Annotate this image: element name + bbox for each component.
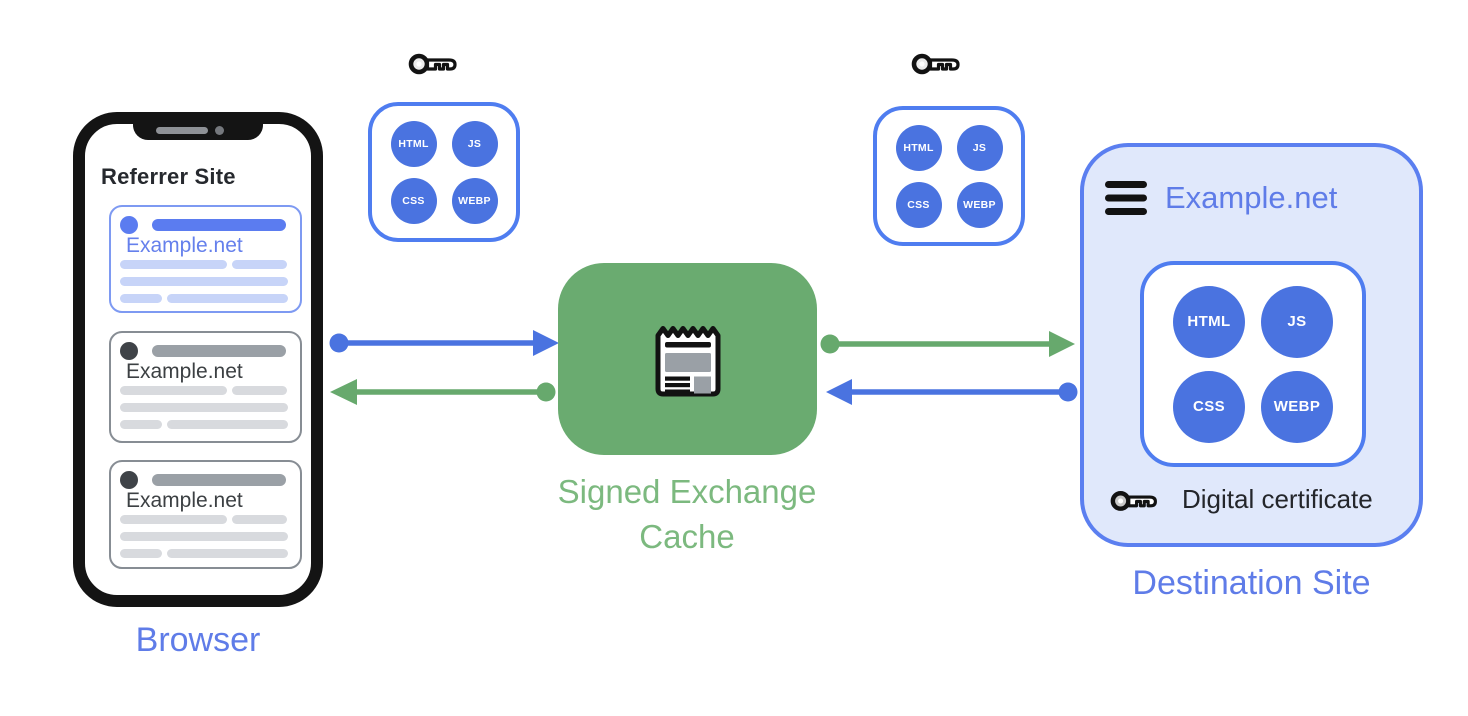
card-favicon-dot <box>120 471 138 489</box>
resource-chip-js: JS <box>451 120 498 167</box>
skeleton-line <box>120 549 162 558</box>
digital-certificate-label: Digital certificate <box>1182 484 1373 514</box>
cache-label-line1: Signed Exchange <box>557 473 817 510</box>
browser-label: Browser <box>135 621 261 659</box>
skeleton-line <box>232 260 287 269</box>
skeleton-line <box>120 532 288 541</box>
destination-site-box: Example.net HTML JS CSS WEBP Digital cer… <box>1080 143 1423 547</box>
arrow-cache-to-destination <box>820 331 1075 357</box>
referrer-card: Example.net <box>109 331 302 443</box>
resource-chip-html: HTML <box>1173 285 1245 358</box>
newspaper-icon <box>655 326 720 397</box>
skeleton-line <box>120 515 227 524</box>
card-favicon-dot <box>120 216 138 234</box>
resource-chip-css: CSS <box>1173 370 1245 443</box>
key-icon <box>408 53 457 75</box>
referrer-card: Example.net <box>109 460 302 569</box>
key-icon <box>1110 490 1157 511</box>
card-title-bar <box>152 474 286 486</box>
skeleton-line <box>120 403 288 412</box>
skeleton-line <box>232 515 287 524</box>
skeleton-line <box>120 294 162 303</box>
resource-chip-webp: WEBP <box>451 177 498 224</box>
skeleton-line <box>120 260 227 269</box>
skeleton-line <box>232 386 287 395</box>
arrow-browser-to-cache <box>329 330 559 356</box>
resource-chip-html: HTML <box>390 120 437 167</box>
sxg-bundle-right: HTML JS CSS WEBP <box>873 106 1025 246</box>
resource-chip-js: JS <box>956 124 1003 171</box>
key-icon <box>911 53 960 75</box>
sxg-bundle-destination: HTML JS CSS WEBP <box>1140 261 1366 467</box>
destination-site-label: Destination Site <box>1132 564 1371 602</box>
skeleton-line <box>167 420 288 429</box>
phone-speaker <box>156 127 208 134</box>
resource-chip-js: JS <box>1261 285 1333 358</box>
card-favicon-dot <box>120 342 138 360</box>
skeleton-line <box>120 386 227 395</box>
resource-chip-html: HTML <box>895 124 942 171</box>
destination-header: Example.net <box>1105 180 1337 216</box>
card-site-link: Example.net <box>126 489 243 512</box>
digital-certificate-row: Digital certificate <box>1109 484 1373 515</box>
resource-chip-webp: WEBP <box>1261 370 1333 443</box>
card-title-bar <box>152 219 286 231</box>
phone-camera <box>215 126 224 135</box>
phone-notch <box>133 123 263 140</box>
card-site-link: Example.net <box>126 234 243 257</box>
arrow-destination-to-cache <box>826 379 1078 405</box>
skeleton-line <box>167 294 288 303</box>
skeleton-line <box>120 277 288 286</box>
cache-label: Signed Exchange Cache <box>537 470 837 559</box>
resource-chip-webp: WEBP <box>956 181 1003 228</box>
skeleton-line <box>120 420 162 429</box>
arrow-cache-to-browser <box>330 379 556 405</box>
referrer-card-highlighted: Example.net <box>109 205 302 313</box>
card-title-bar <box>152 345 286 357</box>
signed-exchange-cache-box <box>558 263 817 455</box>
resource-chip-css: CSS <box>390 177 437 224</box>
sxg-bundle-left: HTML JS CSS WEBP <box>368 102 520 242</box>
skeleton-line <box>167 549 288 558</box>
card-site-link: Example.net <box>126 360 243 383</box>
hamburger-menu-icon <box>1105 181 1147 215</box>
browser-phone: Referrer Site Example.net Example.net Ex… <box>73 112 323 607</box>
resource-chip-css: CSS <box>895 181 942 228</box>
destination-site-url: Example.net <box>1165 180 1338 215</box>
cache-label-line2: Cache <box>639 517 735 555</box>
referrer-site-title: Referrer Site <box>101 164 236 189</box>
